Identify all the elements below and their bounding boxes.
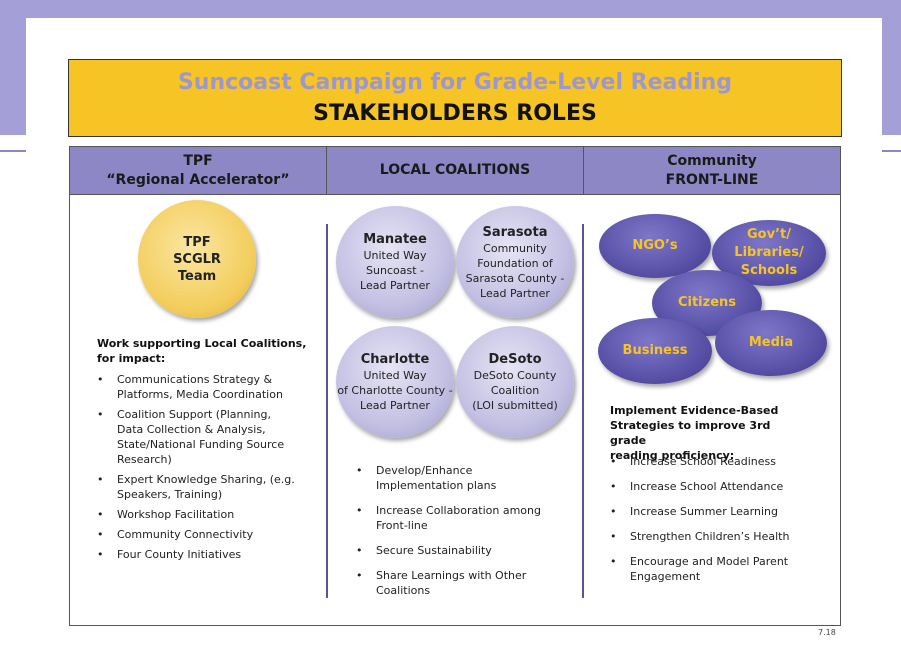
page-number: 7.18 [818,628,836,637]
ngo-ellipse: NGO’s [599,214,711,278]
tpf-circle-line3: Team [177,268,217,284]
sarasota-line4: Lead Partner [480,286,550,300]
charlotte-line1: United Way [363,369,427,382]
tpf-list-title-line2: for impact: [97,352,166,365]
desoto-name: DeSoto [488,352,542,367]
frontline-title-line1: Implement Evidence-Based [610,404,779,417]
gov-label-line3: Schools [740,263,798,278]
business-ellipse: Business [598,318,712,384]
tpf-team-circle: TPF SCGLR Team [138,200,256,318]
header-community-line1: Community [667,152,757,169]
header-community-line2: FRONT-LINE [665,171,759,188]
gov-label-line1: Gov’t/ [747,227,791,242]
title-line-2: STAKEHOLDERS ROLES [313,101,597,126]
coalitions-list-item: Secure Sustainability [356,543,556,558]
title-banner: Suncoast Campaign for Grade-Level Readin… [68,59,842,137]
header-tpf: TPF “Regional Accelerator” [70,147,327,194]
tpf-list-title: Work supporting Local Coalitions, for im… [97,336,307,366]
header-tpf-line1: TPF [183,152,213,169]
sarasota-circle: Sarasota Community Foundation of Sarasot… [456,206,574,318]
manatee-line2: Suncoast - [366,264,424,277]
desoto-line2: Coalition [490,384,540,397]
charlotte-name: Charlotte [360,352,430,367]
tpf-circle-line2: SCGLR [173,251,221,267]
frontline-list-item: Increase School Attendance [610,479,810,494]
tpf-list-item: Communications Strategy & Platforms, Med… [97,372,297,402]
tpf-list: Communications Strategy & Platforms, Med… [97,372,297,562]
coalitions-list-item: Increase Collaboration among Front-line [356,503,556,533]
citizens-label: Citizens [677,295,737,310]
desoto-circle: DeSoto DeSoto County Coalition (LOI subm… [456,326,574,438]
header-coalitions-line1: LOCAL COALITIONS [379,162,531,178]
title-line-1: Suncoast Campaign for Grade-Level Readin… [177,70,733,95]
gov-label-line2: Libraries/ [734,245,804,260]
frontline-title-line2: Strategies to improve 3rd grade [610,419,771,447]
coalitions-list: Develop/Enhance Implementation plans Inc… [356,463,556,598]
charlotte-line3: Lead Partner [360,399,430,412]
coalitions-list-item: Share Learnings with Other Coalitions [356,568,556,598]
tpf-list-item: Workshop Facilitation [97,507,297,522]
sarasota-line1: Community [483,241,547,255]
sarasota-line3: Sarasota County - [465,271,565,285]
divider-right [882,150,901,152]
manatee-name: Manatee [363,232,427,247]
ngo-label: NGO’s [632,238,678,253]
sarasota-line2: Foundation of [477,256,553,270]
divider-left [0,150,28,152]
tpf-list-item: Four County Initiatives [97,547,297,562]
header-tpf-line2: “Regional Accelerator” [106,171,290,188]
tpf-list-item: Community Connectivity [97,527,297,542]
header-local-coalitions: LOCAL COALITIONS [327,147,584,194]
header-row: TPF “Regional Accelerator” LOCAL COALITI… [70,147,840,195]
frontline-list-item: Encourage and Model Parent Engagement [610,554,810,584]
charlotte-line2: of Charlotte County - [337,384,453,397]
desoto-line3: (LOI submitted) [472,399,558,412]
frontline-list-item: Increase School Readiness [610,454,810,469]
media-ellipse: Media [715,310,827,376]
manatee-circle: Manatee United Way Suncoast - Lead Partn… [336,206,454,318]
frontline-list-item: Strengthen Children’s Health [610,529,810,544]
desoto-line1: DeSoto County [473,369,557,382]
charlotte-circle: Charlotte United Way of Charlotte County… [336,326,454,438]
tpf-list-title-line1: Work supporting Local Coalitions, [97,337,307,350]
media-label: Media [748,335,794,350]
tpf-list-item: Expert Knowledge Sharing, (e.g. Speakers… [97,472,297,502]
frontline-list-item: Increase Summer Learning [610,504,810,519]
coalitions-left-bar [326,224,328,598]
frontline-list: Increase School Readiness Increase Schoo… [610,454,810,584]
tpf-circle-line1: TPF [183,234,211,250]
manatee-line3: Lead Partner [360,279,430,292]
coalitions-list-item: Develop/Enhance Implementation plans [356,463,556,493]
coalitions-right-bar [582,224,584,598]
background-panel-left [0,135,26,659]
header-community: Community FRONT-LINE [584,147,840,194]
tpf-list-item: Coalition Support (Planning, Data Collec… [97,407,297,467]
business-label: Business [622,343,688,358]
sarasota-name: Sarasota [482,224,548,240]
background-panel-right [882,135,901,659]
manatee-line1: United Way [363,249,427,262]
